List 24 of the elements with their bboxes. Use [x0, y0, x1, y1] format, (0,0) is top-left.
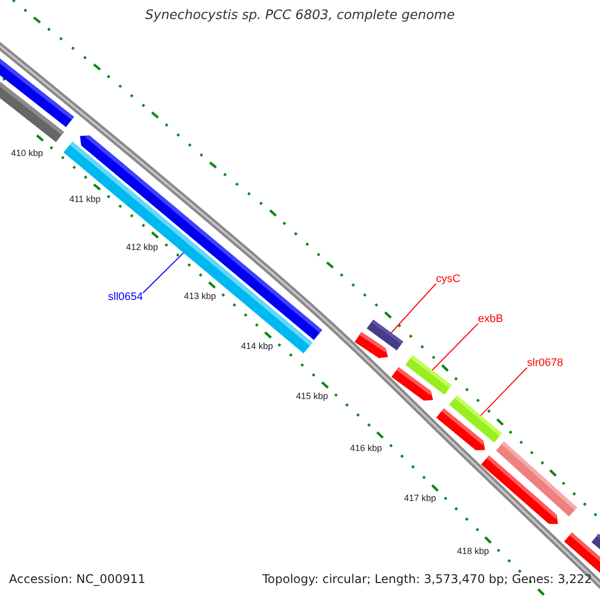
gene-label: slr0678: [527, 357, 564, 370]
position-label: 411 kbp: [69, 194, 101, 204]
gene-label: exbB: [478, 313, 504, 326]
gene-feature: [64, 142, 312, 354]
position-label: 410 kbp: [10, 148, 44, 158]
position-label: 412 kbp: [126, 242, 158, 252]
position-label: 414 kbp: [240, 341, 274, 352]
accession-text: Accession: NC_000911: [9, 573, 146, 587]
gene-feature: [449, 395, 502, 443]
position-label: 416 kbp: [350, 443, 382, 454]
position-label: 417 kbp: [404, 493, 436, 504]
position-label: 415 kbp: [296, 391, 328, 402]
leader-line: [142, 252, 184, 294]
position-label: 418 kbp: [456, 546, 490, 556]
gene-label: sll0654: [108, 291, 143, 304]
genome-info-text: Topology: circular; Length: 3,573,470 bp; Genes: 3,222: [262, 573, 592, 587]
gene-feature: [405, 355, 452, 395]
title: Synechocystis sp. PCC 6803, complete genome: [144, 9, 456, 24]
gene-label: cysC: [436, 273, 460, 286]
position-label: 413 kbp: [184, 291, 216, 302]
leader-line: [390, 283, 436, 334]
leader-line: [480, 367, 528, 416]
leader-line: [432, 323, 478, 371]
gene-feature: [366, 320, 404, 350]
